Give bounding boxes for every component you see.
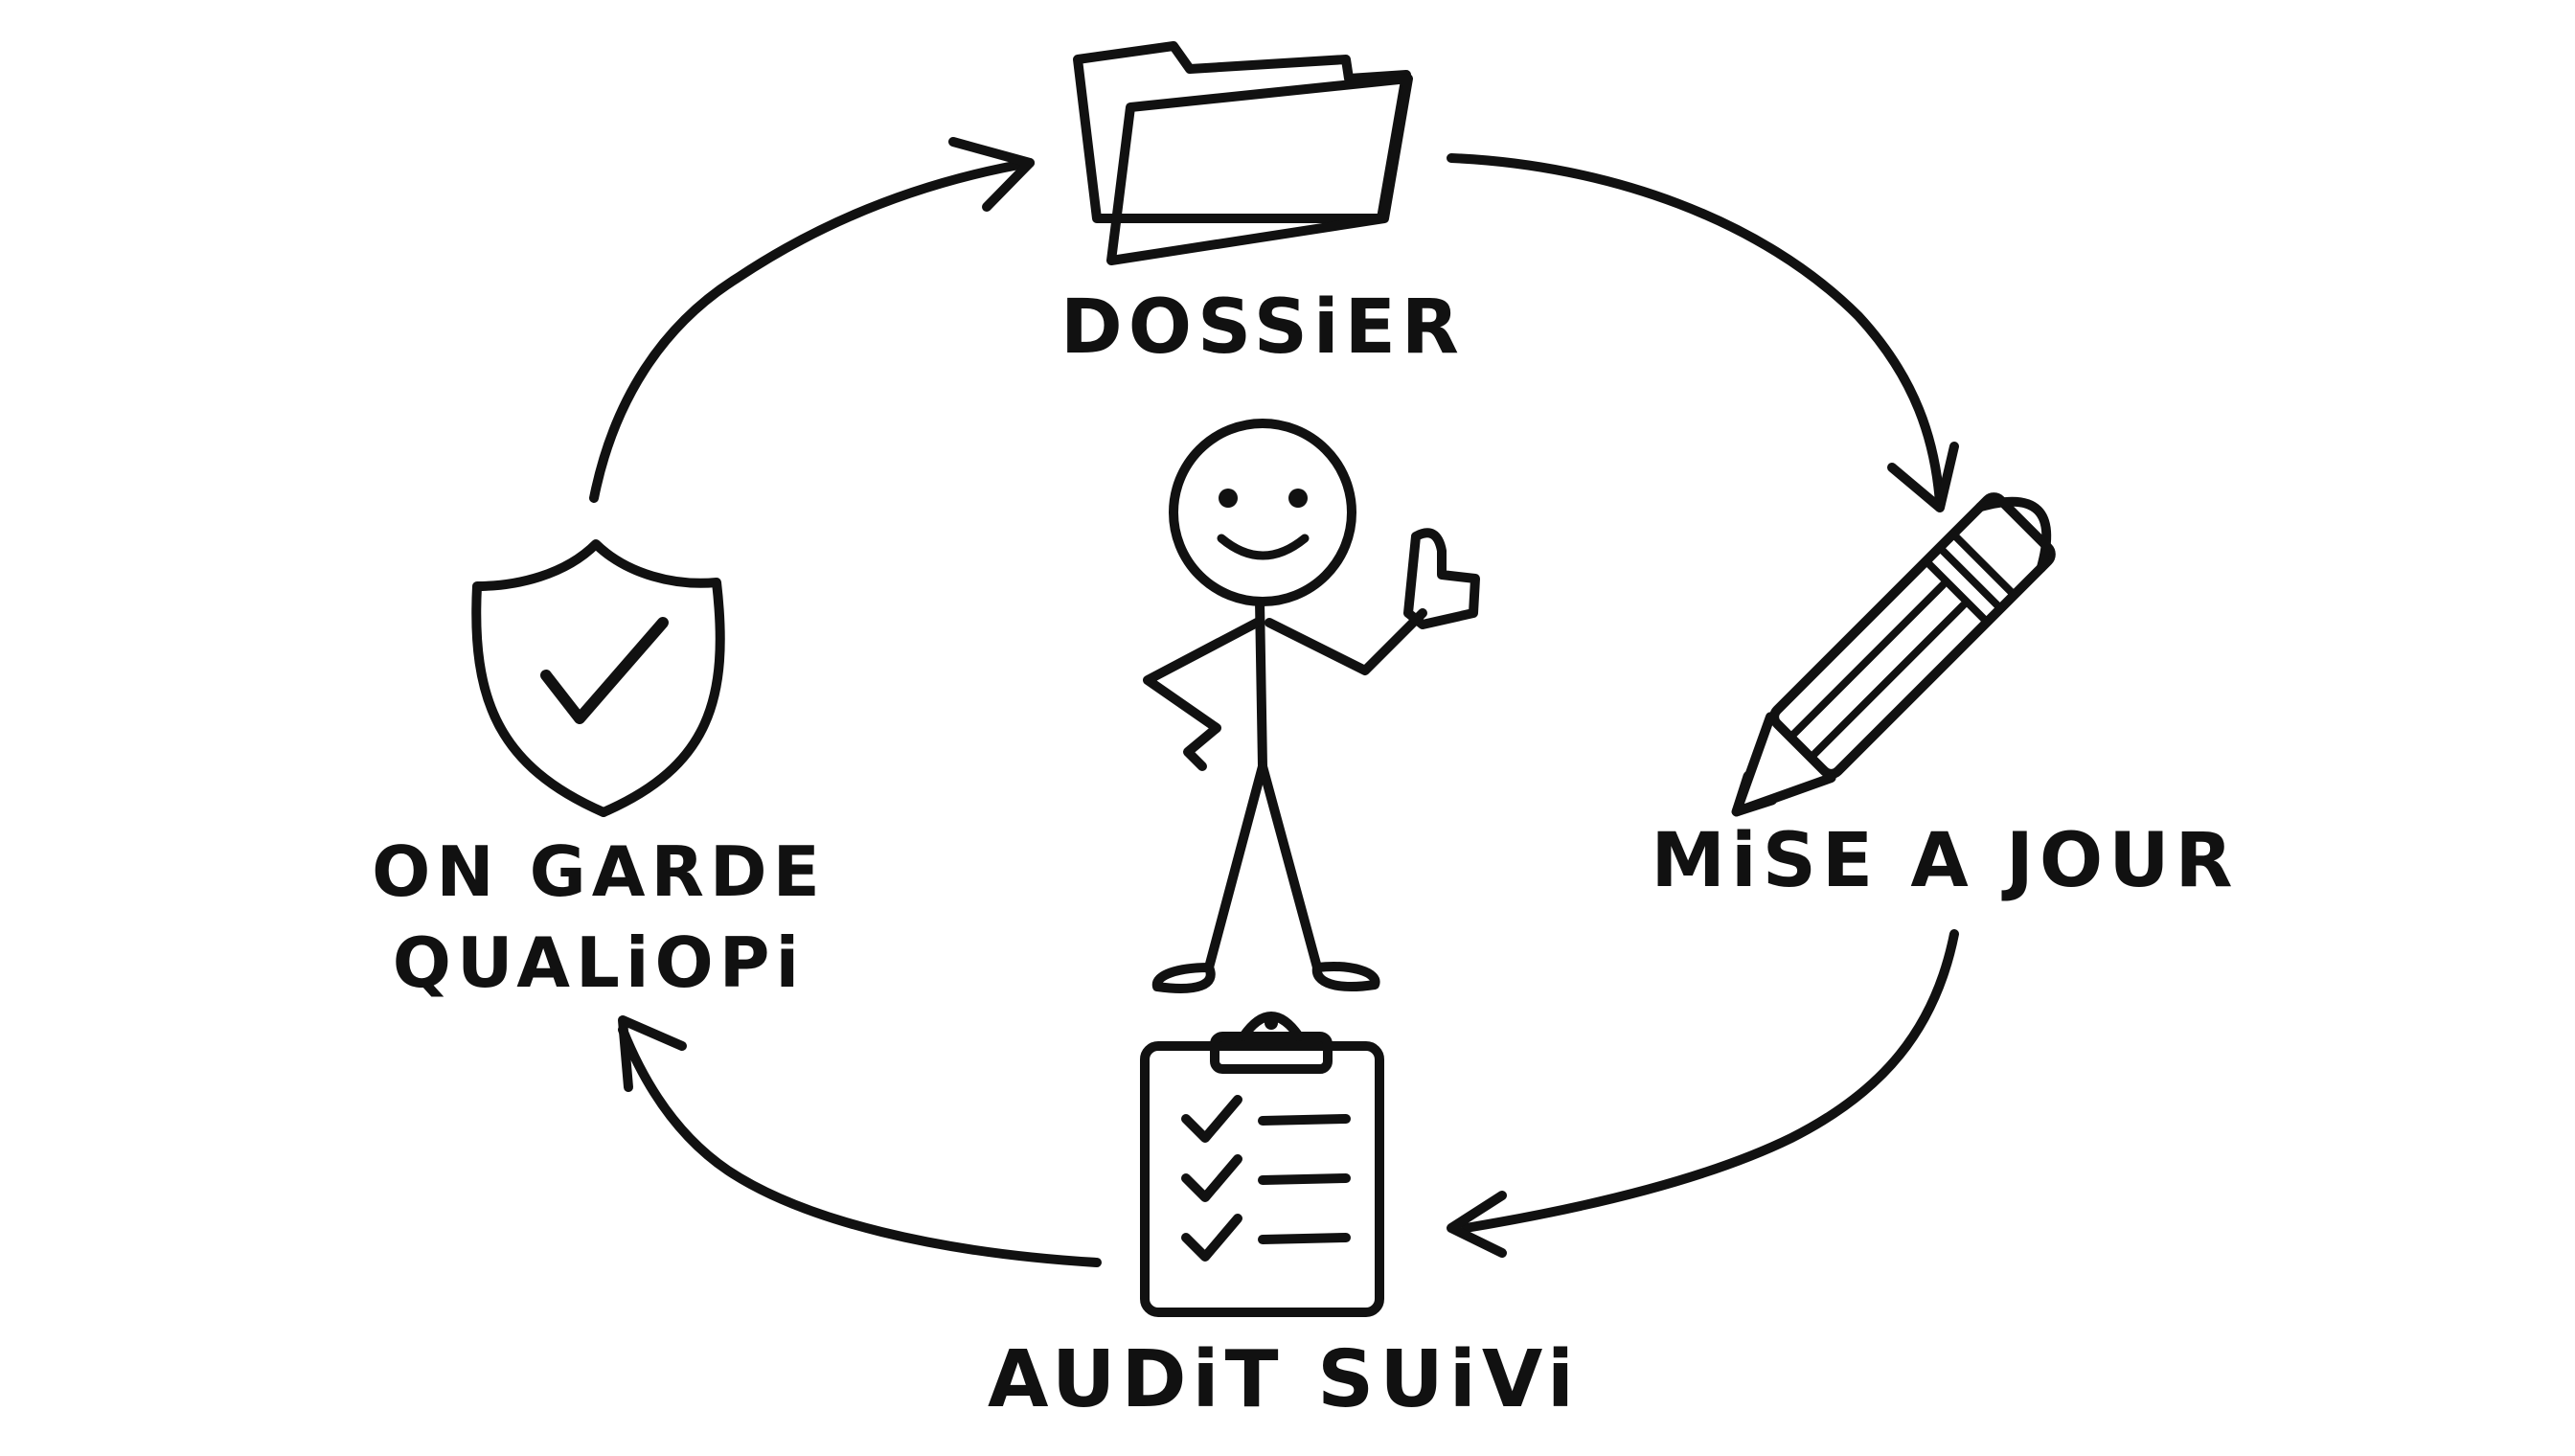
label-on-garde: ON GARDE (372, 831, 826, 912)
arrow-pencil-to-clipboard (1447, 929, 1959, 1258)
arrow-folder-to-pencil (1447, 153, 1959, 512)
folder-icon (1073, 41, 1413, 265)
label-dossier: DOSSiER (1060, 284, 1465, 371)
pencil-icon (1731, 492, 2056, 817)
label-mise-a-jour: MiSE A JOUR (1651, 818, 2238, 904)
label-audit-suivi: AUDiT SUiVi (988, 1334, 1580, 1425)
arrow-shield-to-folder (589, 137, 1035, 503)
arrow-clipboard-to-shield (618, 1015, 1102, 1267)
clipboard-checklist-icon (1140, 1012, 1384, 1317)
label-qualiopi: QUALiOPi (393, 922, 805, 1003)
stick-figure-thumbs-up-icon (1143, 419, 1480, 993)
shield-check-icon (471, 539, 725, 817)
